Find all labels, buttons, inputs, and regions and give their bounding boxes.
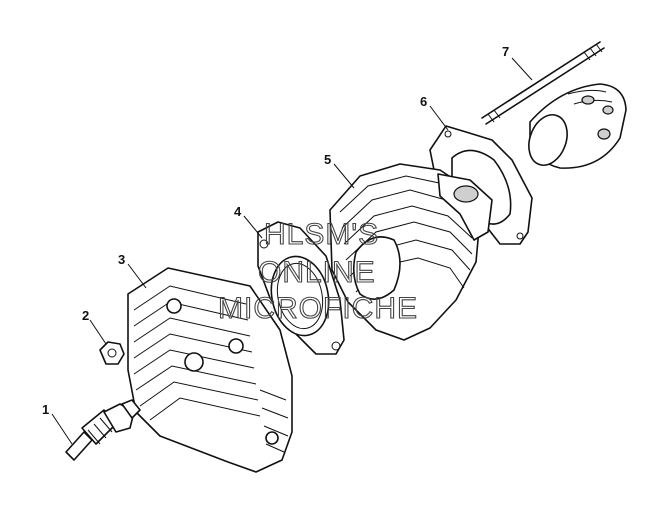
part-6-base-gasket[interactable] <box>429 125 533 245</box>
callout-7: 7 <box>502 44 509 59</box>
callout-2: 2 <box>82 308 89 323</box>
watermark-line-1: HLSM'S <box>264 218 379 251</box>
part-5-cylinder[interactable] <box>329 163 493 341</box>
callout-5: 5 <box>324 152 331 167</box>
watermark-line-2: ONLINE <box>258 256 376 289</box>
part-4-head-gasket[interactable] <box>257 221 345 355</box>
watermark-line-3: MICROFICHE <box>218 292 418 325</box>
part-1-spark-plug[interactable] <box>65 399 141 461</box>
callout-1: 1 <box>42 402 49 417</box>
part-7-stud-bolt[interactable] <box>481 41 605 125</box>
piston[interactable] <box>522 83 627 171</box>
part-2-nut[interactable] <box>99 341 125 365</box>
watermark: HLSM'S ONLINE MICROFICHE <box>217 217 418 325</box>
callout-6: 6 <box>420 94 427 109</box>
callout-4: 4 <box>234 204 242 219</box>
callout-3: 3 <box>118 252 125 267</box>
callout-leaders <box>51 57 533 445</box>
